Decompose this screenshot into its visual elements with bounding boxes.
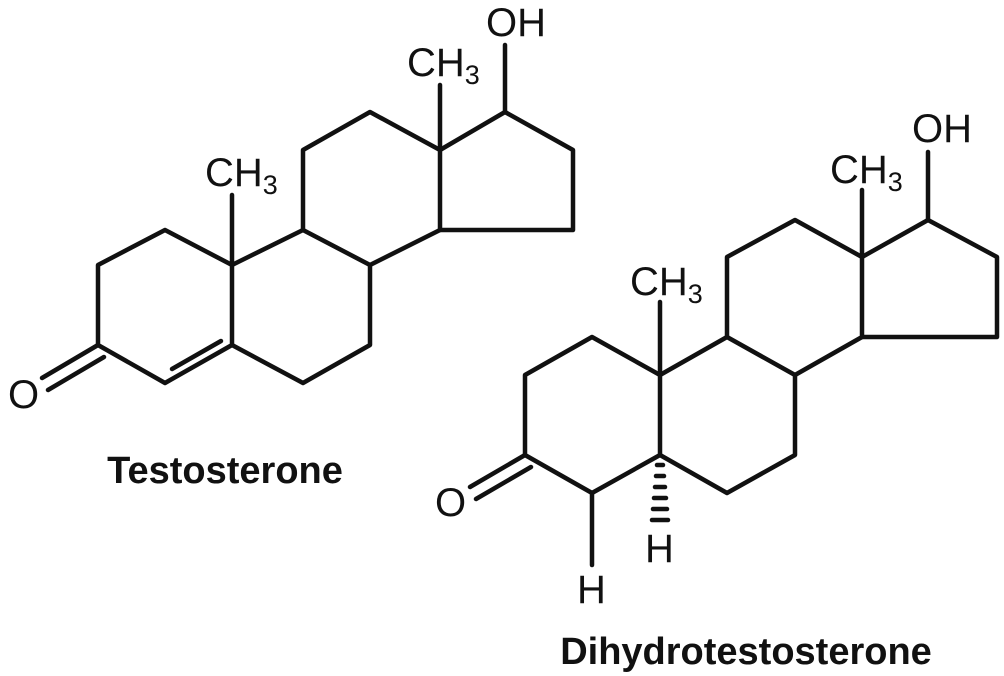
dihydrotestosterone-structure: OH CH3 CH3 O H H Dihydrotestosterone [435, 107, 1000, 673]
c4-c5-double-bond [169, 338, 224, 372]
c3-ketone-bond-second [45, 354, 107, 393]
c5-hashed-hydrogen-bond [649, 462, 671, 523]
testosterone-oh-label: OH [486, 1, 546, 45]
c3-ketone-bond-second [473, 464, 534, 502]
c3-ketone-bond [467, 452, 528, 490]
ring-c [300, 109, 443, 268]
ring-c [724, 217, 865, 378]
testosterone-name: Testosterone [107, 450, 343, 492]
testosterone-c18-methyl-label: CH3 [407, 41, 480, 90]
testosterone-ketone-o-label: O [8, 373, 39, 417]
ring-b [229, 227, 373, 386]
ring-a [522, 334, 663, 496]
dht-oh-label: OH [912, 107, 972, 151]
dht-c18-methyl-label: CH3 [830, 148, 903, 197]
testosterone-c19-methyl-label: CH3 [205, 151, 278, 200]
testosterone-structure: OH CH3 CH3 O Testosterone [8, 1, 576, 492]
dihydrotestosterone-bonds [467, 149, 1000, 568]
dht-c5-hydrogen-label: H [645, 527, 674, 571]
ring-a [95, 227, 235, 386]
dht-c4-hydrogen-label: H [577, 568, 606, 612]
ring-d [437, 109, 576, 233]
ring-d [859, 217, 1000, 340]
ring-b [657, 334, 798, 496]
c3-ketone-bond [39, 342, 101, 381]
dihydrotestosterone-name: Dihydrotestosterone [560, 631, 932, 673]
dht-ketone-o-label: O [435, 481, 466, 525]
testosterone-bonds [39, 42, 576, 393]
dht-c19-methyl-label: CH3 [630, 260, 703, 309]
